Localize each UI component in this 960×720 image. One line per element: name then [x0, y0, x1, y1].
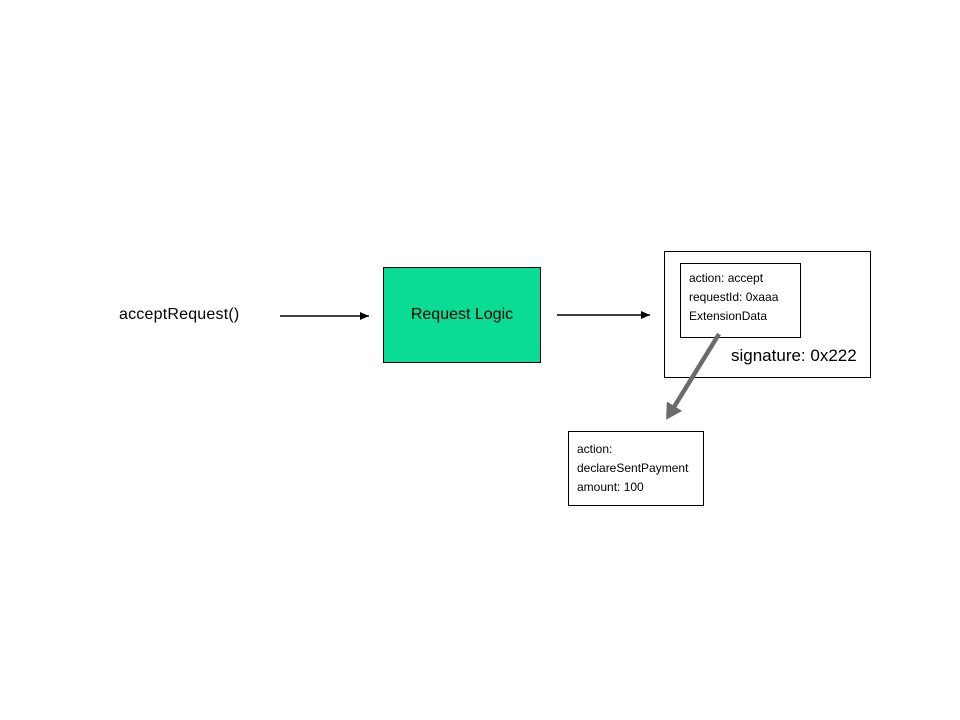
- payment-line-amount: amount: 100: [577, 480, 644, 494]
- payload-line-request-id: requestId: 0xaaa: [689, 290, 779, 304]
- payment-line-action: action:: [577, 442, 613, 456]
- signature-label: signature: 0x222: [731, 346, 857, 365]
- request-logic-label: Request Logic: [410, 306, 514, 323]
- declare-sent-payment-box: action: declareSentPayment amount: 100: [568, 431, 704, 506]
- payload-box: action: accept requestId: 0xaaa Extensio…: [680, 263, 801, 338]
- accept-request-label: acceptRequest(): [119, 306, 240, 323]
- payment-line-declare-sent-payment: declareSentPayment: [577, 461, 689, 475]
- payload-line-extension-data: ExtensionData: [689, 309, 768, 323]
- request-logic-box: Request Logic: [383, 267, 541, 363]
- payload-line-action: action: accept: [689, 271, 764, 285]
